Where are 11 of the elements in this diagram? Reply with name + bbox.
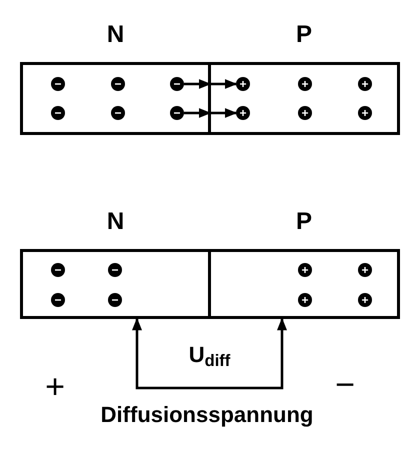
edge-label: U$_{diff}$ [188, 344, 230, 366]
region-label: N [106, 210, 124, 234]
region-label: N [106, 23, 124, 47]
polarity-sign: − [335, 368, 355, 402]
arrow [184, 108, 236, 118]
polarity-sign: + [45, 370, 65, 404]
arrow [184, 79, 236, 89]
caption-label: Diffusionsspannung [100, 404, 314, 426]
region-label: P [296, 23, 312, 47]
region-label: P [296, 210, 312, 234]
arrow [132, 318, 287, 390]
